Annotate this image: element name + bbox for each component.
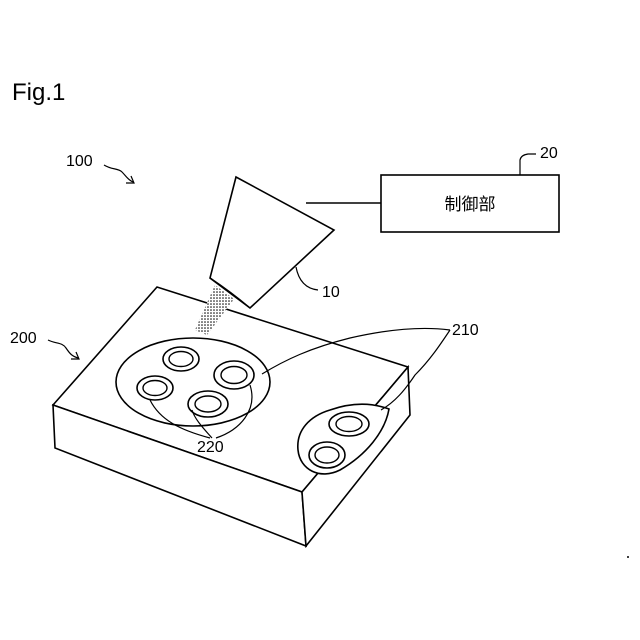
leader-10 <box>296 267 318 290</box>
spot-inner <box>221 367 247 384</box>
spot-inner <box>315 447 339 463</box>
label-10: 10 <box>322 284 340 301</box>
spot-inner <box>169 352 193 367</box>
controller-text: 制御部 <box>445 195 496 215</box>
spot-inner <box>143 381 167 396</box>
spot-inner <box>195 396 221 412</box>
leader-100 <box>104 165 133 182</box>
label-200: 200 <box>10 330 37 347</box>
label-210: 210 <box>452 322 479 339</box>
leader-200 <box>48 340 78 358</box>
leader-20 <box>520 154 536 175</box>
spot-inner <box>336 417 362 432</box>
label-100: 100 <box>66 153 93 170</box>
label-220: 220 <box>197 439 224 456</box>
label-20: 20 <box>540 145 558 162</box>
stray-dot <box>627 556 629 558</box>
nozzle-head <box>210 177 334 308</box>
figure-title: Fig.1 <box>12 79 65 106</box>
